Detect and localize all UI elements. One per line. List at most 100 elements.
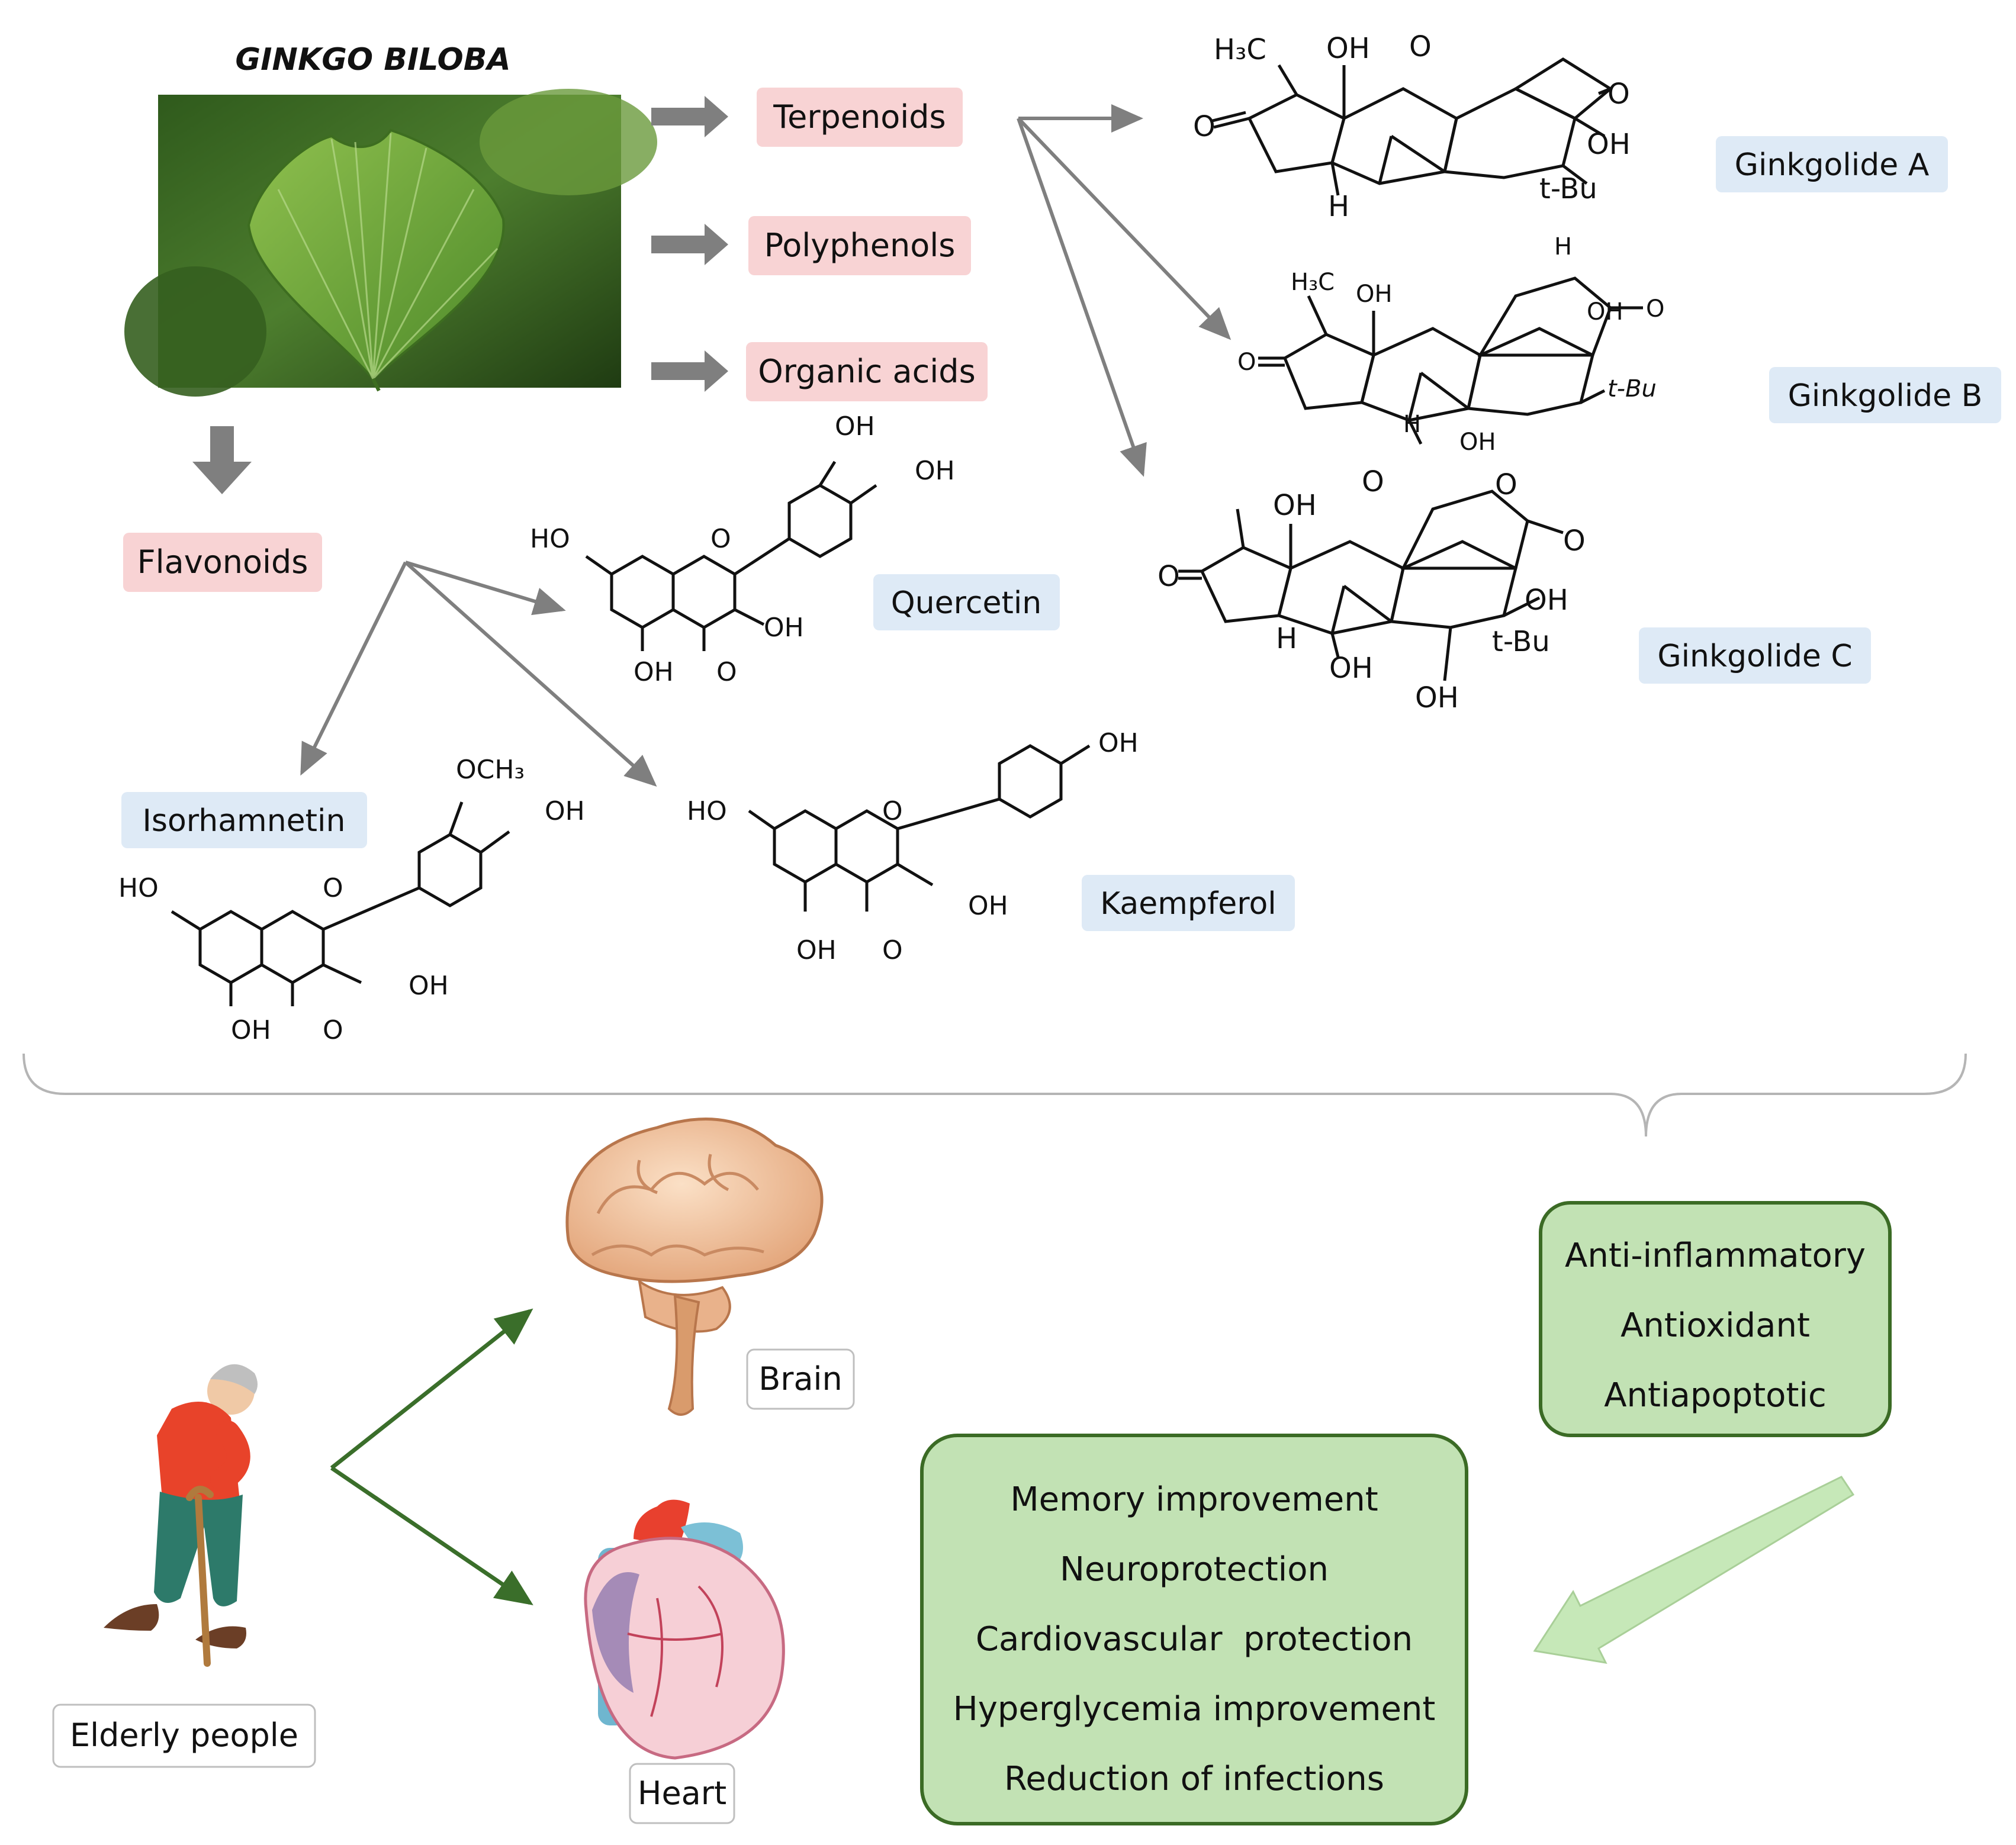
quercetin-o-carbonyl: O xyxy=(716,657,737,687)
kaempferol-o-ring: O xyxy=(882,796,903,826)
effect-cardiovascular-protection: Cardiovascular protection xyxy=(976,1620,1413,1659)
ginkgolide-c-oh-right: OH xyxy=(1525,584,1568,617)
ginkgolide-b-o-carbonyl-left: O xyxy=(1237,349,1256,376)
kaempferol-label: Kaempferol xyxy=(1082,875,1295,931)
quercetin-label-text: Quercetin xyxy=(891,585,1042,621)
class-flavonoids: Flavonoids xyxy=(123,533,322,592)
kaempferol-oh-top: OH xyxy=(1098,728,1139,758)
ginkgolide-b-oh-ring: OH xyxy=(1587,298,1623,326)
heart-label-text: Heart xyxy=(638,1775,726,1812)
ginkgolide-c-label-text: Ginkgolide C xyxy=(1657,639,1852,674)
title-ginkgo: GINKGO BILOBA xyxy=(235,42,510,78)
flavonoid-arrows xyxy=(300,561,657,787)
heart-illustration xyxy=(584,1499,785,1760)
ginkgolide-a-label-text: Ginkgolide A xyxy=(1735,147,1930,183)
class-organic-acids: Organic acids xyxy=(746,342,988,401)
kaempferol-label-text: Kaempferol xyxy=(1100,886,1277,922)
isorhamnetin-oh-3: OH xyxy=(409,971,449,1001)
block-arrow-terpenoids xyxy=(651,96,728,137)
block-arrow-polyphenols xyxy=(651,224,728,265)
ginkgolide-c-label: Ginkgolide C xyxy=(1639,627,1871,684)
ginkgolide-c-tbu: t-Bu xyxy=(1492,625,1550,658)
block-arrow-organic-acids xyxy=(651,350,728,392)
mechanism-to-effects-arrow xyxy=(1533,1476,1855,1664)
ginkgolide-b-h: H xyxy=(1403,411,1421,438)
brain-label-text: Brain xyxy=(758,1360,843,1398)
ginkgolide-c-o-carbonyl-left: O xyxy=(1157,560,1180,593)
mechanisms-box: Anti-inflammatory Antioxidant Antiapopto… xyxy=(1539,1201,1892,1437)
ginkgolide-b-label: Ginkgolide B xyxy=(1769,367,2001,423)
quercetin-ho: HO xyxy=(530,524,570,554)
ginkgolide-a-label: Ginkgolide A xyxy=(1716,136,1948,192)
elderly-label-text: Elderly people xyxy=(70,1717,298,1754)
kaempferol-o-carbonyl: O xyxy=(882,935,903,965)
ginkgolide-a-structure xyxy=(1210,57,1613,196)
isorhamnetin-label-text: Isorhamnetin xyxy=(143,803,346,839)
elderly-label: Elderly people xyxy=(52,1704,316,1768)
kaempferol-ho: HO xyxy=(687,796,727,826)
quercetin-structure xyxy=(585,461,877,651)
quercetin-label: Quercetin xyxy=(873,574,1060,630)
ginkgolide-b-o-carbonyl-right: O xyxy=(1646,295,1664,323)
quercetin-oh-5: OH xyxy=(634,657,674,687)
ginkgolide-c-o-top-right: O xyxy=(1495,468,1517,501)
block-arrow-flavonoids xyxy=(192,426,252,494)
isorhamnetin-o-carbonyl: O xyxy=(323,1015,343,1045)
class-flavonoids-label: Flavonoids xyxy=(137,543,308,581)
quercetin-atoms: HO O OH OH OH OH O xyxy=(530,411,955,687)
isorhamnetin-ho: HO xyxy=(118,873,159,903)
ginkgolide-b-structure xyxy=(1258,276,1643,445)
ginkgolide-a-o-carbonyl-left: O xyxy=(1193,110,1216,143)
isorhamnetin-oh-5: OH xyxy=(231,1015,271,1045)
mechanism-antiapoptotic: Antiapoptotic xyxy=(1604,1376,1827,1415)
ginkgolide-a-oh-top: OH xyxy=(1326,32,1370,65)
effect-neuroprotection: Neuroprotection xyxy=(1060,1550,1329,1589)
isorhamnetin-oh-right: OH xyxy=(545,796,585,826)
ginkgolide-b-label-text: Ginkgolide B xyxy=(1788,378,1983,414)
kaempferol-oh-3: OH xyxy=(968,891,1008,921)
class-polyphenols-label: Polyphenols xyxy=(764,227,956,264)
ginkgolide-b-tbu: t-Bu xyxy=(1607,375,1657,403)
ginkgolide-c-oh-top: OH xyxy=(1273,489,1317,522)
ginkgolide-c-h: H xyxy=(1276,622,1297,655)
class-polyphenols: Polyphenols xyxy=(748,216,971,275)
kaempferol-oh-5: OH xyxy=(796,935,837,965)
quercetin-oh-top: OH xyxy=(835,411,875,442)
quercetin-o-ring: O xyxy=(710,524,731,554)
summary-brace xyxy=(22,1053,1967,1137)
organ-arrows xyxy=(330,1308,533,1605)
isorhamnetin-structure xyxy=(171,801,510,1006)
effect-memory-improvement: Memory improvement xyxy=(1010,1480,1378,1519)
ginkgolide-c-oh-bottom-left: OH xyxy=(1329,652,1373,685)
mechanism-antioxidant: Antioxidant xyxy=(1620,1306,1810,1345)
ginkgolide-c-o-carbonyl-right: O xyxy=(1563,524,1586,558)
elderly-person-illustration xyxy=(104,1364,258,1667)
mechanism-anti-inflammatory: Anti-inflammatory xyxy=(1565,1237,1866,1275)
quercetin-oh-3: OH xyxy=(764,613,804,643)
ginkgolide-b-oh-bottom: OH xyxy=(1459,429,1496,456)
isorhamnetin-atoms: OCH₃ OH HO O OH OH O xyxy=(118,755,585,1045)
ginkgolide-a-h: H xyxy=(1328,190,1349,223)
terpenoid-arrows xyxy=(1017,104,1232,477)
effect-reduction-of-infections: Reduction of infections xyxy=(1004,1760,1384,1798)
kaempferol-atoms: OH HO O OH OH O xyxy=(687,728,1139,965)
class-terpenoids-label: Terpenoids xyxy=(773,98,946,136)
brain-label: Brain xyxy=(746,1348,855,1410)
ginkgolide-a-oh-right: OH xyxy=(1587,128,1631,161)
class-organic-acids-label: Organic acids xyxy=(758,353,975,390)
ginkgolide-a-o-carbonyl-right: O xyxy=(1607,78,1630,111)
class-terpenoids: Terpenoids xyxy=(757,88,963,147)
ginkgolide-b-h-top: H xyxy=(1554,233,1572,260)
effects-box: Memory improvement Neuroprotection Cardi… xyxy=(920,1434,1468,1825)
quercetin-oh-right: OH xyxy=(915,456,955,486)
ginkgo-leaf-photo xyxy=(124,89,657,397)
brain-illustration xyxy=(565,1118,824,1416)
ginkgolide-c-atoms: OH O O O O OH t-Bu H OH OH xyxy=(1157,465,1586,714)
kaempferol-structure xyxy=(748,746,1091,912)
effect-hyperglycemia-improvement: Hyperglycemia improvement xyxy=(953,1690,1436,1728)
isorhamnetin-och3: OCH₃ xyxy=(456,755,525,785)
ginkgolide-b-h3c: H₃C xyxy=(1291,269,1335,296)
isorhamnetin-label: Isorhamnetin xyxy=(121,792,367,848)
ginkgolide-c-structure xyxy=(1178,490,1564,681)
